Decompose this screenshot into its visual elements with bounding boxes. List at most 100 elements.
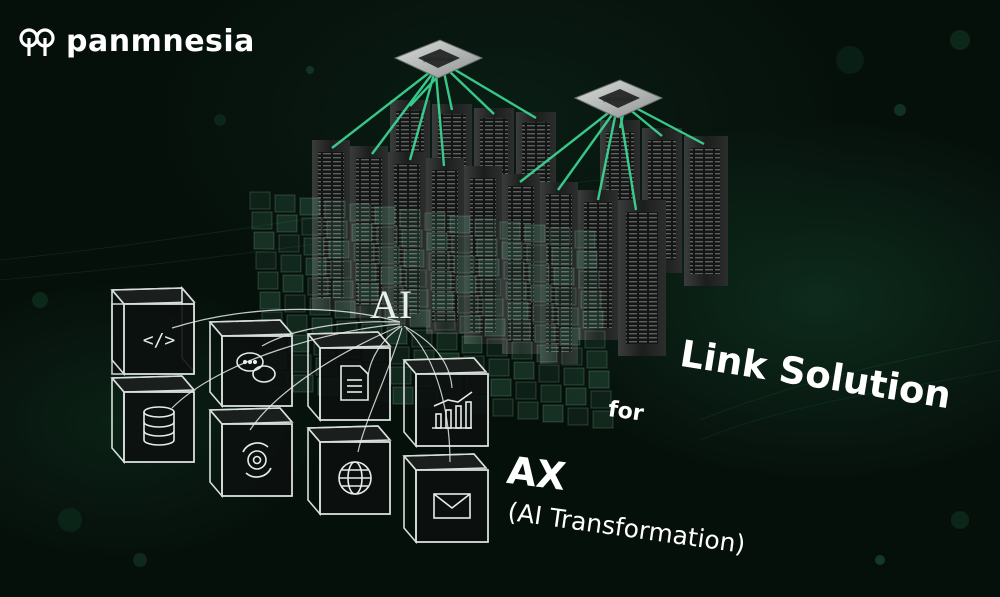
lattice-cube: [526, 244, 548, 263]
lattice-cube: [426, 232, 448, 251]
cxl-switch-chip-right: panmnesia: [573, 79, 664, 119]
lattice-cube: [407, 289, 429, 308]
lattice-cube: [280, 254, 302, 273]
lattice-cube: [549, 227, 571, 246]
lattice-cube: [492, 398, 514, 417]
lattice-cube: [392, 386, 414, 405]
lattice-cube: [590, 390, 612, 409]
lattice-cube: [488, 358, 510, 377]
link-cables: [331, 66, 705, 211]
lattice-cube: [515, 381, 537, 400]
lattice-cube: [434, 312, 456, 331]
document-cube: [306, 331, 392, 423]
lattice-cube: [542, 404, 564, 423]
ai-connection-arrows: [171, 308, 453, 463]
lattice-cube: [540, 384, 562, 403]
document-icon: [340, 365, 369, 401]
lattice-cube: [532, 304, 554, 323]
lattice-cube: [351, 223, 373, 242]
lattice-cube: [355, 263, 377, 282]
lattice-cube: [559, 327, 581, 346]
lattice-cube: [251, 211, 273, 230]
lattice-cube: [278, 234, 300, 253]
lattice-cube: [357, 283, 379, 302]
lattice-cube: [578, 270, 600, 289]
lattice-cube: [255, 251, 277, 270]
app-icon-cubes: </>: [110, 285, 489, 545]
lattice-cube: [374, 206, 396, 225]
lattice-cube: [563, 367, 585, 386]
lattice-cube: [555, 287, 577, 306]
lattice-cube: [282, 274, 304, 293]
lattice-cube: [299, 197, 321, 216]
lattice-cube: [461, 335, 483, 354]
lattice-cube: [524, 224, 546, 243]
lattice-cube: [259, 291, 281, 310]
lattice-cube: [513, 361, 535, 380]
lattice-cube: [332, 280, 354, 299]
chip-label: panmnesia: [423, 57, 453, 63]
lattice-cube: [292, 374, 314, 393]
gear-cube: [208, 407, 294, 499]
lattice-cube: [482, 298, 504, 317]
lattice-cube: [257, 271, 279, 290]
lattice-cube: [376, 226, 398, 245]
mail-icon: [433, 493, 471, 519]
brand-name: panmnesia: [66, 24, 255, 59]
lattice-cube: [565, 387, 587, 406]
panmnesia-logo-icon: [19, 27, 55, 56]
lattice-cube: [353, 243, 375, 262]
lattice-cube: [486, 338, 508, 357]
code-cube: </>: [110, 285, 196, 377]
lattice-cube: [436, 332, 458, 351]
lattice-cube: [403, 249, 425, 268]
lattice-cube: [253, 231, 275, 250]
lattice-cube: [424, 212, 446, 231]
lattice-cube: [507, 301, 529, 320]
lattice-cube: [390, 366, 412, 385]
lattice-cube: [451, 235, 473, 254]
lattice-cube: [409, 309, 431, 328]
lattice-cube: [484, 318, 506, 337]
lattice-cube: [378, 246, 400, 265]
server-racks-front: [312, 140, 666, 364]
lattice-cube: [574, 230, 596, 249]
lattice-cube: [428, 252, 450, 271]
lattice-cube: [530, 284, 552, 303]
lattice-cube: [430, 272, 452, 291]
lattice-cube: [301, 217, 323, 236]
lattice-cube: [459, 315, 481, 334]
headline-ax: AX: [504, 448, 569, 499]
lattice-cube: [349, 203, 371, 222]
lattice-cube: [553, 267, 575, 286]
lattice-cube: [399, 209, 421, 228]
chip-label: panmnesia: [603, 97, 633, 103]
lattice-cube: [584, 330, 606, 349]
chart-cube: [402, 357, 489, 449]
globe-cube: [306, 425, 392, 517]
lattice-cube: [490, 378, 512, 397]
mail-cube: [402, 453, 489, 545]
lattice-cube: [326, 220, 348, 239]
lattice-cube: [478, 258, 500, 277]
lattice-cube: [380, 266, 402, 285]
lattice-cube: [284, 294, 306, 313]
lattice-cube: [509, 321, 531, 340]
database-icon: [143, 406, 175, 446]
lattice-cube: [474, 218, 496, 237]
lattice-cube: [453, 255, 475, 274]
lattice-cube: [382, 286, 404, 305]
cxl-switch-chip-left: panmnesia: [393, 39, 484, 79]
lattice-cube: [286, 314, 308, 333]
lattice-cube: [586, 350, 608, 369]
database-cube: [110, 375, 196, 465]
lattice-cube: [328, 240, 350, 259]
lattice-cube: [528, 264, 550, 283]
lattice-cube: [476, 238, 498, 257]
lattice-cube: [557, 307, 579, 326]
lattice-cube: [432, 292, 454, 311]
lattice-cube: [307, 277, 329, 296]
lattice-cube: [276, 214, 298, 233]
